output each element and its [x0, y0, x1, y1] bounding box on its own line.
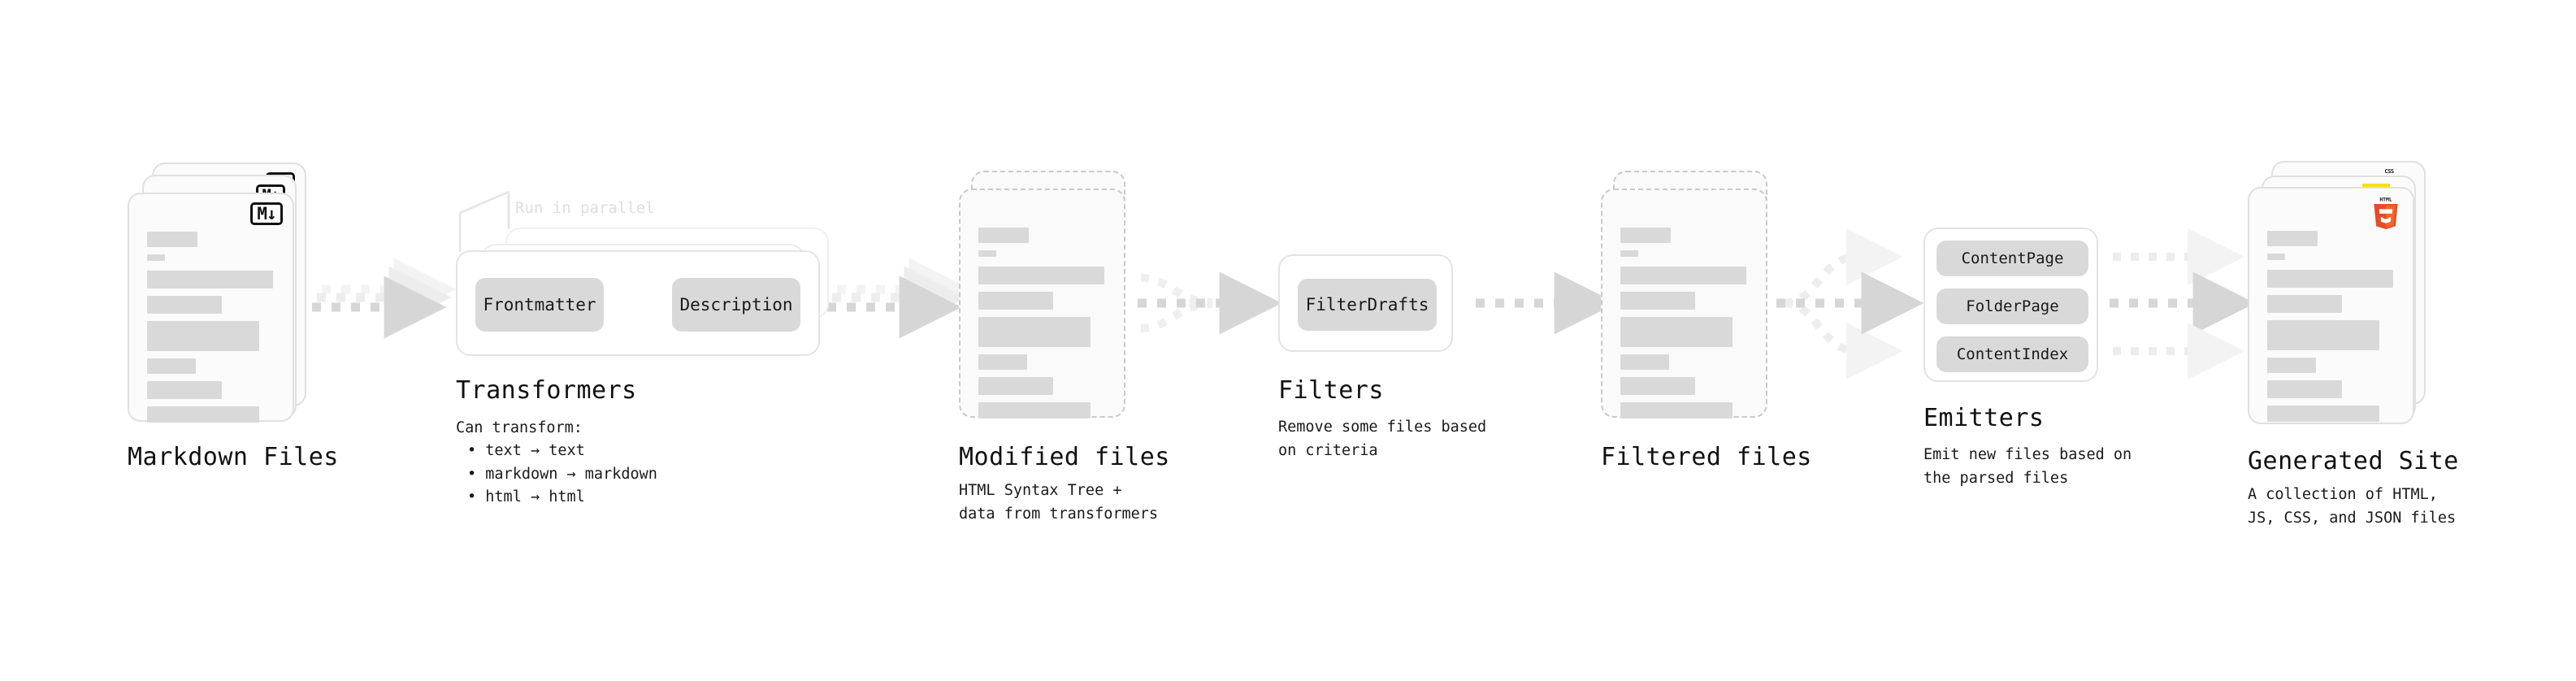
content-bar — [2267, 231, 2318, 246]
content-bar — [2267, 358, 2316, 373]
site-doc-content — [2267, 231, 2395, 429]
markdown-doc-front[interactable]: M↓ — [128, 193, 294, 423]
content-bar — [147, 296, 222, 314]
content-bar — [147, 406, 259, 423]
content-bar — [978, 402, 1091, 419]
site-doc-front[interactable]: HTML — [2248, 187, 2414, 424]
modified-doc-content — [978, 228, 1106, 426]
content-bar — [978, 267, 1104, 284]
run-in-parallel-label: Run in parallel — [515, 199, 655, 217]
filtered-doc-content — [1620, 228, 1748, 426]
content-bar — [2267, 295, 2342, 313]
modified-files-subtitle: HTML Syntax Tree + data from transformer… — [959, 482, 1159, 523]
transformers-bullet: • markdown → markdown — [467, 465, 657, 483]
arrow-emitters-to-site — [2110, 228, 2256, 380]
content-bar — [147, 271, 273, 288]
content-bar — [147, 381, 222, 399]
generated-site-title: Generated Site — [2248, 447, 2459, 475]
content-bar — [1620, 250, 1638, 257]
emitter-chip-folderpage[interactable]: FolderPage — [1936, 288, 2088, 324]
filters-title: Filters — [1278, 376, 1384, 405]
css-badge-label: CSS — [2384, 168, 2394, 175]
html5-icon: HTML — [2370, 195, 2401, 229]
content-bar — [1620, 402, 1733, 419]
transformers-bullets: • text → text • markdown → markdown • ht… — [467, 440, 657, 510]
emitter-chip-contentpage[interactable]: ContentPage — [1936, 241, 2088, 276]
run-in-parallel-bracket — [458, 190, 510, 252]
arrow-modified-to-filters — [1138, 271, 1282, 335]
transformers-bullet: • html → html — [467, 488, 585, 506]
arrow-transformers-to-modified — [827, 258, 972, 339]
arrow-markdown-to-transformers — [312, 258, 457, 339]
content-bar — [978, 377, 1053, 395]
content-bar — [147, 232, 197, 247]
filter-chip-filterdrafts[interactable]: FilterDrafts — [1298, 279, 1437, 331]
content-bar — [1620, 354, 1669, 370]
arrow-filtered-to-emitters — [1776, 228, 1924, 380]
transformer-chip-description[interactable]: Description — [672, 278, 800, 332]
content-bar — [2267, 320, 2379, 350]
content-bar — [147, 254, 165, 261]
content-bar — [147, 321, 259, 351]
filters-subtitle: Remove some files based on criteria — [1278, 419, 1487, 459]
emitters-container[interactable]: ContentPage FolderPage ContentIndex — [1923, 228, 2098, 382]
content-bar — [978, 292, 1053, 310]
transformers-subtitle: Can transform: — [456, 419, 583, 436]
content-bar — [2267, 406, 2379, 422]
markdown-files-title: Markdown Files — [128, 443, 339, 471]
emitters-subtitle: Emit new files based on the parsed files — [1923, 446, 2132, 487]
content-bar — [2267, 270, 2393, 288]
html5-wordmark: HTML — [2379, 196, 2392, 202]
emitter-chip-contentindex[interactable]: ContentIndex — [1936, 336, 2088, 372]
emitters-title: Emitters — [1923, 404, 2045, 432]
markdown-doc-content — [147, 232, 275, 430]
content-bar — [978, 228, 1029, 243]
filtered-doc-front[interactable] — [1601, 189, 1767, 419]
content-bar — [978, 317, 1091, 347]
content-bar — [1620, 317, 1733, 347]
transformer-chip-frontmatter[interactable]: Frontmatter — [475, 278, 604, 332]
transformers-container[interactable]: Frontmatter Description — [456, 250, 820, 356]
modified-doc-front[interactable] — [959, 189, 1125, 419]
content-bar — [1620, 377, 1695, 395]
modified-files-title: Modified files — [959, 443, 1170, 471]
content-bar — [1620, 228, 1671, 243]
content-bar — [1620, 292, 1695, 310]
content-bar — [2267, 380, 2342, 398]
transformers-bullet: • text → text — [467, 442, 585, 459]
transformers-title: Transformers — [456, 376, 637, 405]
content-bar — [978, 250, 996, 257]
content-bar — [2267, 254, 2285, 260]
markdown-badge: M↓ — [250, 202, 283, 225]
filters-container[interactable]: FilterDrafts — [1278, 254, 1453, 352]
generated-site-subtitle: A collection of HTML, JS, CSS, and JSON … — [2248, 486, 2457, 527]
filtered-files-title: Filtered files — [1601, 443, 1812, 471]
content-bar — [147, 358, 196, 374]
content-bar — [1620, 267, 1746, 284]
content-bar — [978, 354, 1027, 370]
